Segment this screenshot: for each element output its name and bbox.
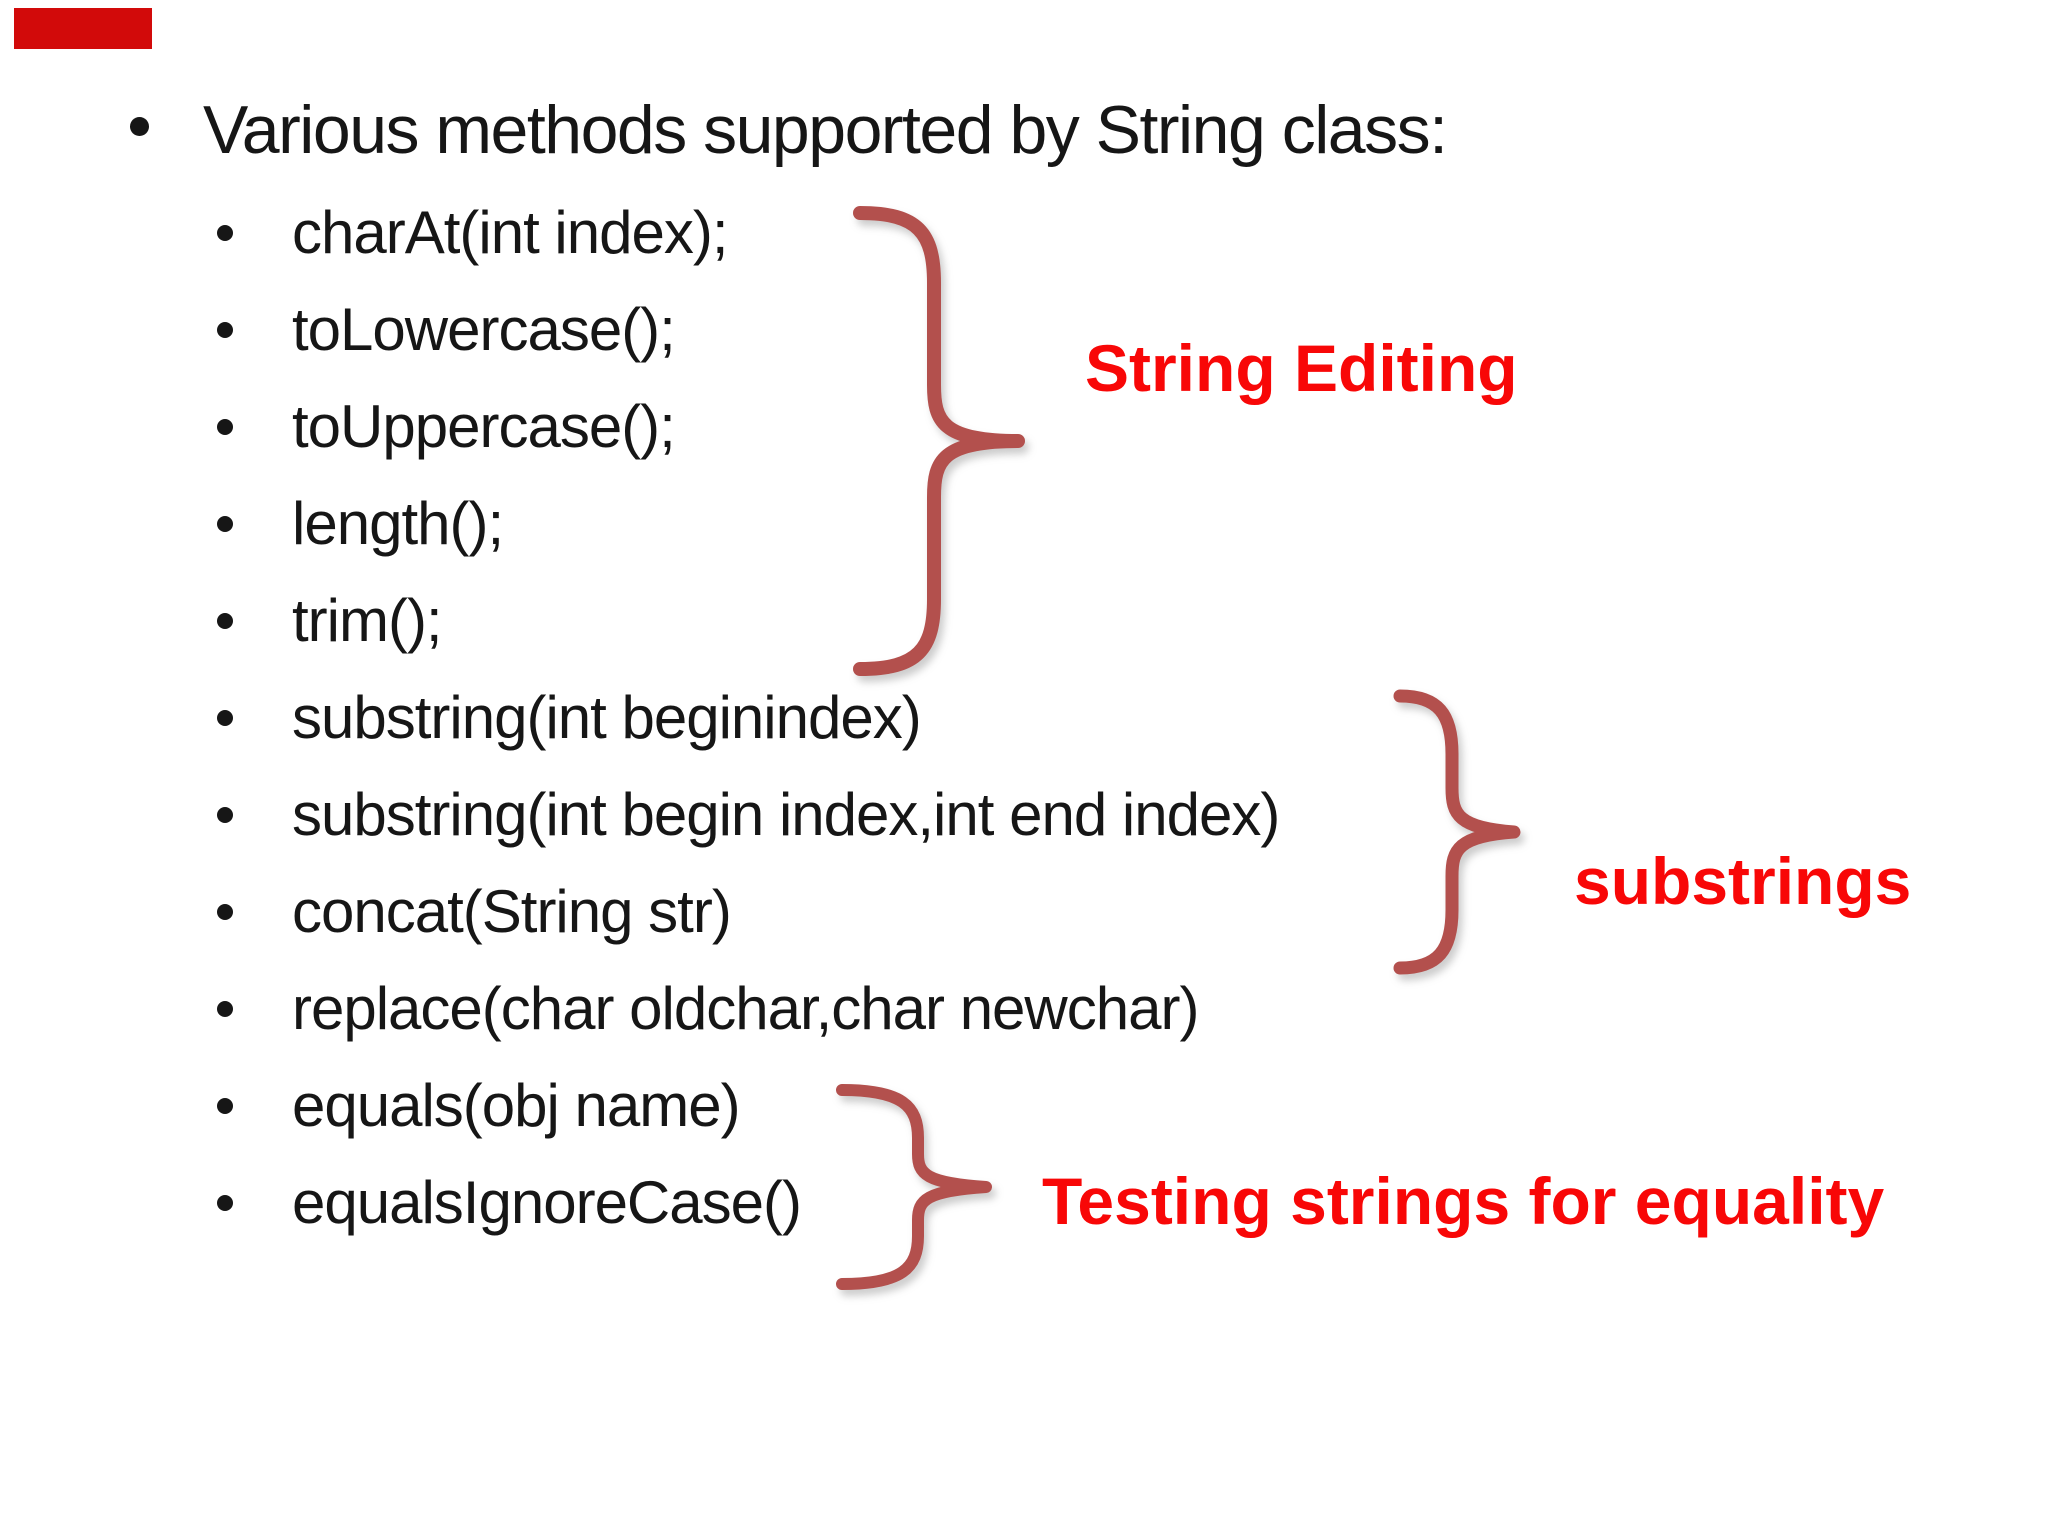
method-item: trim(); [0, 572, 2048, 669]
bullet-icon [217, 418, 233, 435]
method-item-label: trim(); [292, 587, 443, 654]
bullet-icon [217, 806, 233, 823]
bullet-icon [217, 321, 233, 338]
bullet-icon [217, 515, 233, 532]
method-item: substring(int beginindex) [0, 669, 2048, 766]
method-item: toUppercase(); [0, 378, 2048, 475]
method-item: charAt(int index); [0, 184, 2048, 281]
method-item-label: charAt(int index); [292, 199, 729, 266]
bullet-icon [217, 1000, 233, 1017]
method-item: equals(obj name) [0, 1057, 2048, 1154]
method-item-label: replace(char oldchar,char newchar) [292, 975, 1199, 1042]
method-item-label: equalsIgnoreCase() [292, 1169, 802, 1236]
bullet-icon [217, 903, 233, 920]
bullet-icon [217, 224, 233, 241]
method-item: equalsIgnoreCase() [0, 1154, 2048, 1251]
title-bullet-icon [130, 117, 149, 136]
method-item-label: toUppercase(); [292, 393, 676, 460]
method-item: replace(char oldchar,char newchar) [0, 960, 2048, 1057]
method-item-label: substring(int beginindex) [292, 684, 922, 751]
group-label-string-editing: String Editing [1085, 331, 1518, 405]
bullet-icon [217, 612, 233, 629]
bullet-icon [217, 1097, 233, 1114]
method-item: toLowercase(); [0, 281, 2048, 378]
testing-equality-brace-icon [836, 1084, 992, 1290]
method-item: substring(int begin index,int end index) [0, 766, 2048, 863]
method-item-label: concat(String str) [292, 878, 732, 945]
string-editing-brace-icon [853, 206, 1025, 676]
group-label-testing-equality: Testing strings for equality [1042, 1164, 1885, 1238]
red-corner-bar [14, 8, 152, 49]
method-item-label: substring(int begin index,int end index) [292, 781, 1280, 848]
method-item-label: equals(obj name) [292, 1072, 741, 1139]
method-item-label: toLowercase(); [292, 296, 676, 363]
method-item: concat(String str) [0, 863, 2048, 960]
group-label-substrings: substrings [1574, 844, 1912, 918]
bullet-icon [217, 1194, 233, 1211]
method-item: length(); [0, 475, 2048, 572]
substrings-brace-icon [1393, 689, 1521, 975]
slide-title: Various methods supported by String clas… [203, 92, 1448, 168]
method-list: charAt(int index); toLowercase(); toUppe… [0, 184, 2048, 1251]
method-item-label: length(); [292, 490, 504, 557]
bullet-icon [217, 709, 233, 726]
